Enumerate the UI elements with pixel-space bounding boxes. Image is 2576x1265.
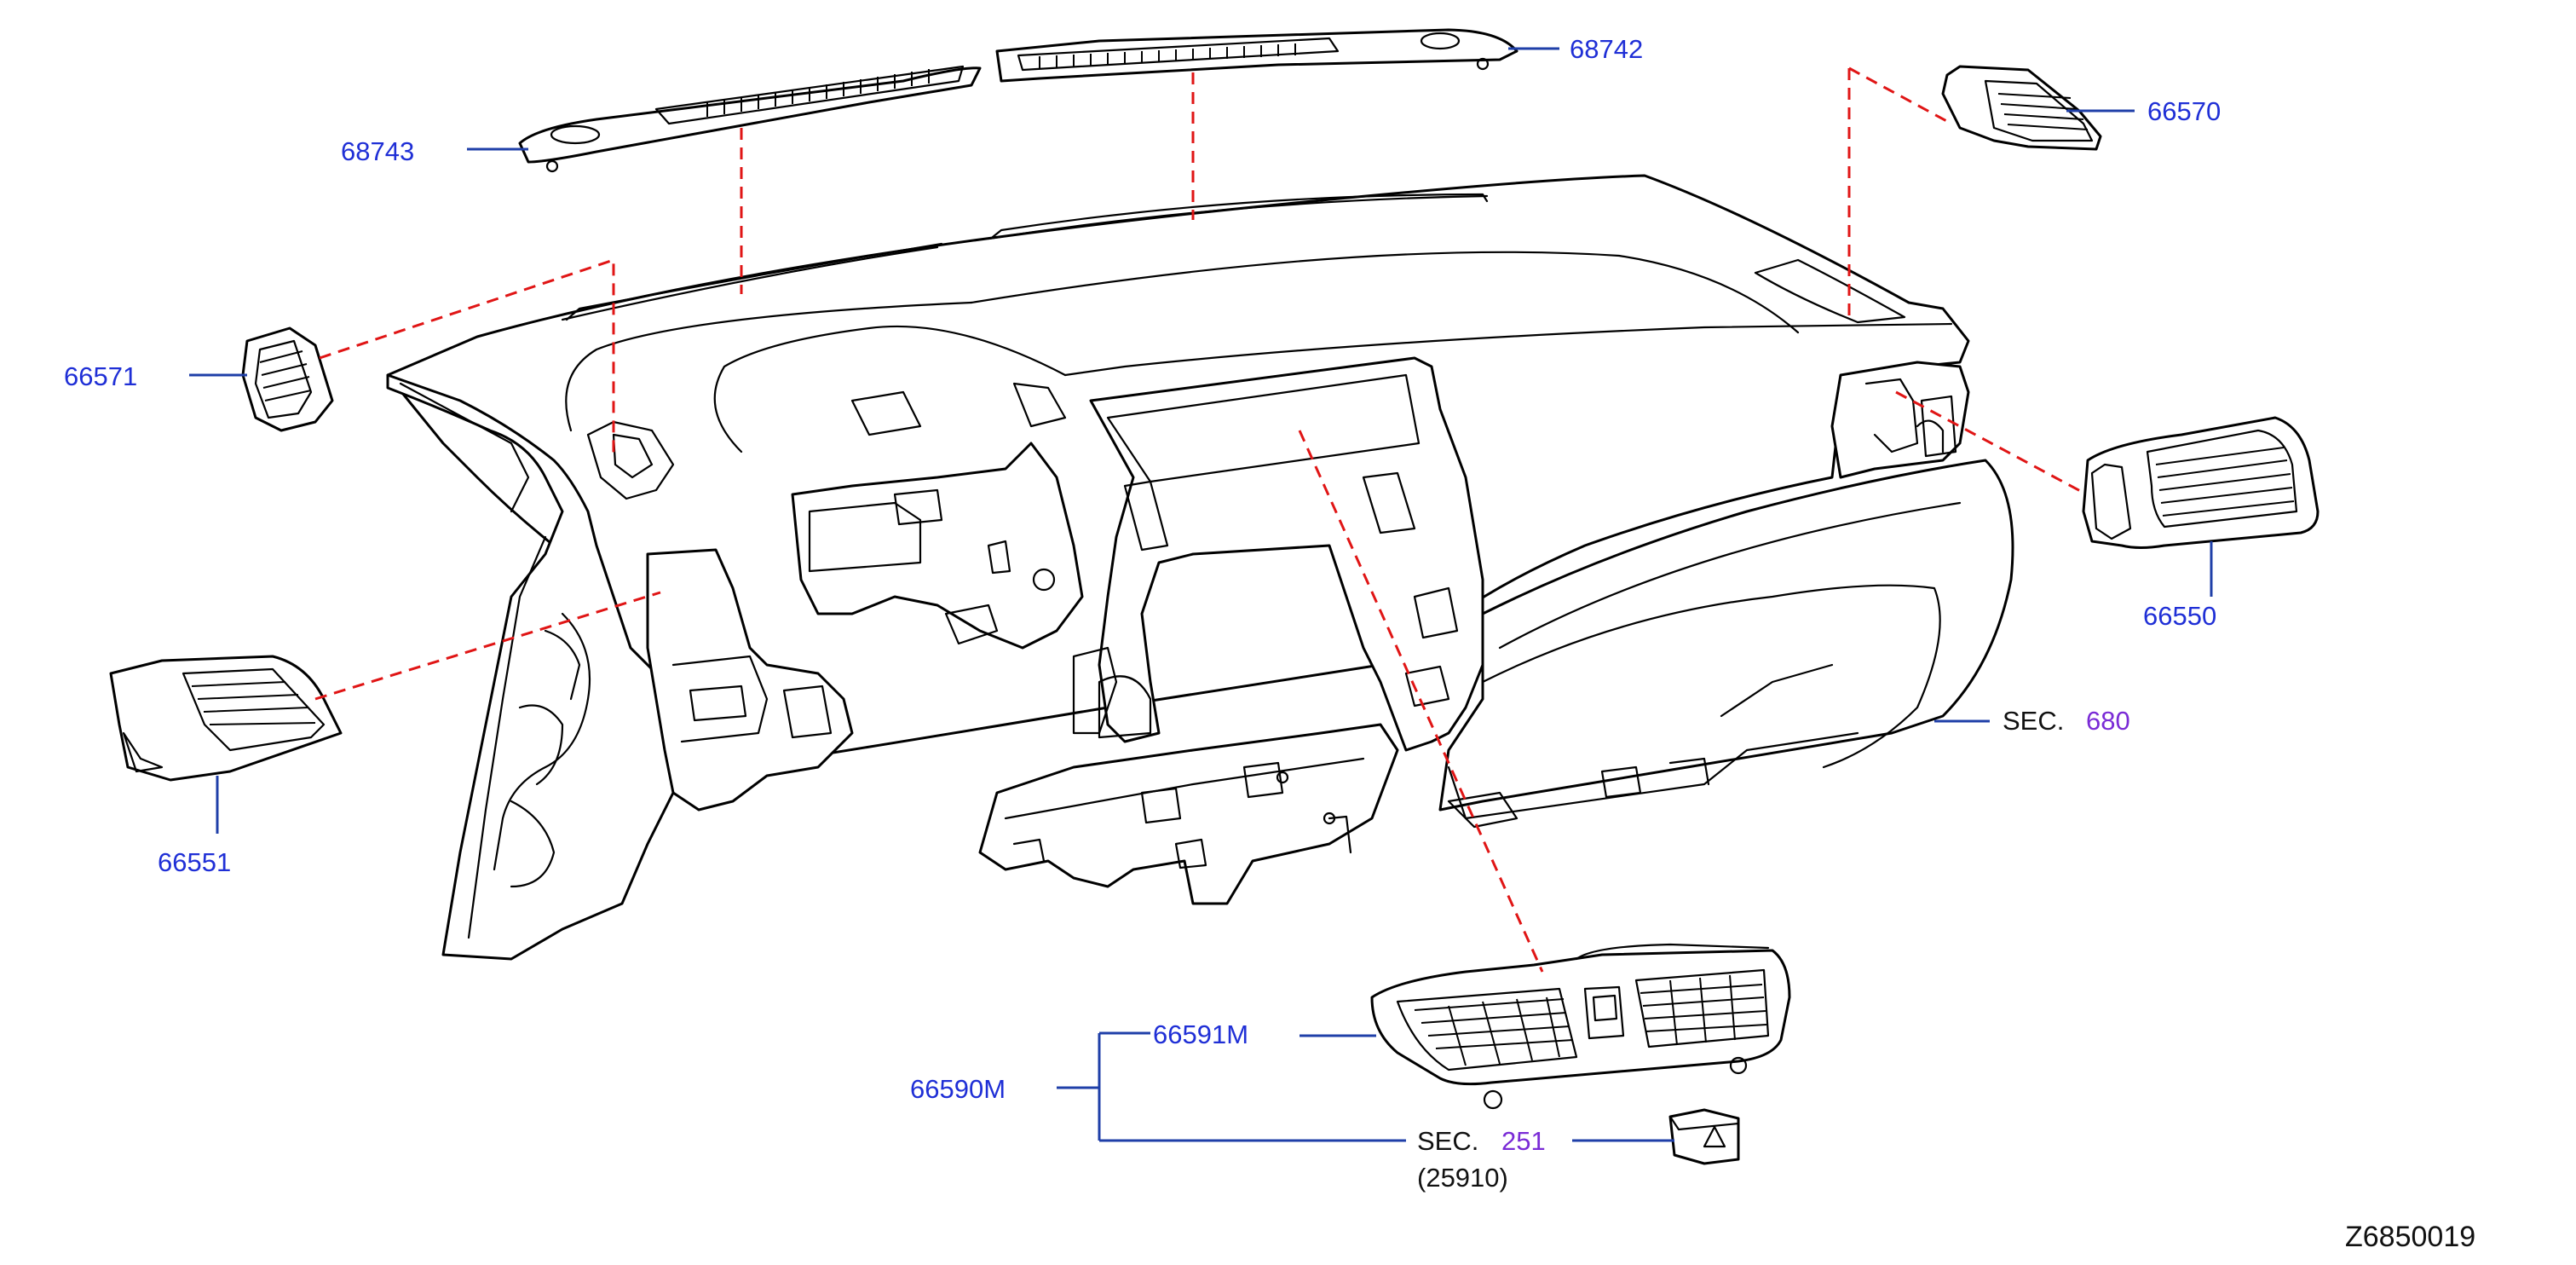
cross-member-hole <box>1032 568 1056 592</box>
panel-top-line <box>565 242 943 321</box>
lower-bracket-hole <box>1276 771 1289 784</box>
side-vent-66571 <box>241 326 334 432</box>
center-stack-inner <box>1362 471 1416 534</box>
section-ref-680-prefix: SEC. <box>2003 706 2064 736</box>
callout-66551: 66551 <box>158 847 231 877</box>
panel-top-line <box>561 245 939 321</box>
glovebox-lower <box>1720 663 1834 718</box>
panel-left-end-line <box>467 535 547 939</box>
instrument-panel-assembly <box>386 174 2014 961</box>
cross-member-detail <box>987 540 1011 575</box>
center-stack-inner <box>1123 480 1169 552</box>
center-vent-assembly-66591M <box>1370 943 1791 1110</box>
center-stack-inner <box>1404 665 1450 708</box>
knee-bolster-area <box>493 612 591 871</box>
steering-support-bracket <box>646 548 854 812</box>
guide-lines <box>314 66 2084 973</box>
center-stack-frame <box>1089 356 1484 752</box>
panel-top-line <box>987 194 1489 240</box>
lower-bracket-detail <box>1242 761 1284 799</box>
cross-member-detail <box>944 604 999 645</box>
knee-bolster-area <box>518 704 564 786</box>
cross-member-detail <box>850 390 922 436</box>
bracket-detail <box>689 684 747 722</box>
side-vent-66550 <box>2082 416 2320 549</box>
right-end-detail <box>1920 395 1957 458</box>
lower-center-bracket <box>978 723 1399 905</box>
lower-bracket-detail <box>1140 787 1182 824</box>
callout-68742: 68742 <box>1570 34 1643 64</box>
lower-bracket-detail <box>1012 838 1046 863</box>
center-stack-inner <box>1072 646 1118 735</box>
panel-brow <box>970 251 1800 334</box>
cross-member <box>791 442 1084 650</box>
lower-bracket-detail <box>1004 757 1365 820</box>
section-ref-251-number: 251 <box>1501 1126 1546 1156</box>
side-vent-66551 <box>109 655 343 782</box>
side-vent-66570 <box>1941 65 2102 151</box>
hazard-triangle-icon <box>1703 1125 1726 1148</box>
vent-mount-hole <box>1483 1089 1503 1110</box>
glovebox-lower <box>1447 791 1519 829</box>
section-ref-251-prefix: SEC. <box>1417 1126 1478 1156</box>
side-vent-recess <box>586 420 675 500</box>
right-end-detail <box>1864 378 1919 453</box>
defroster-grille-68743 <box>518 65 982 173</box>
bracket-detail <box>671 655 769 743</box>
defroster-outlet <box>1754 258 1906 324</box>
panel-face-curve <box>713 325 1067 453</box>
side-vent-recess <box>612 433 654 479</box>
diagram-id: Z6850019 <box>2345 1221 2475 1253</box>
glovebox-outline <box>1498 501 1962 650</box>
section-ref-680-number: 680 <box>2086 706 2130 736</box>
cross-member-detail <box>1012 382 1067 428</box>
knee-bolster-area <box>544 629 581 701</box>
vent-mount-hole <box>1729 1056 1748 1075</box>
lower-bracket-hole <box>1323 812 1336 825</box>
hazard-switch-25910 <box>1668 1108 1740 1165</box>
callout-68743: 68743 <box>341 136 414 166</box>
panel-face-curve <box>565 301 973 432</box>
glovebox-outline <box>1481 584 1941 769</box>
right-end-detail <box>1916 419 1945 453</box>
callout-66590M: 66590M <box>910 1074 1006 1104</box>
knee-bolster-area <box>510 800 556 888</box>
callout-66550: 66550 <box>2143 601 2216 631</box>
glovebox-lower <box>1447 731 1859 820</box>
callout-labels: 68743 68742 66570 66571 66550 66551 6659… <box>64 34 2475 1253</box>
callout-66570: 66570 <box>2147 96 2221 126</box>
cross-member-detail <box>893 488 943 526</box>
callout-66591M: 66591M <box>1153 1020 1248 1049</box>
defroster-grille-68742 <box>995 28 1519 83</box>
glovebox-lower <box>1668 757 1710 786</box>
callout-66571: 66571 <box>64 361 137 391</box>
glovebox-lower <box>1600 765 1642 799</box>
section-ref-251-subpart: (25910) <box>1417 1163 1508 1193</box>
center-stack-inner <box>1106 373 1421 483</box>
lower-bracket-detail <box>1174 838 1207 869</box>
panel-brow <box>1063 322 1953 377</box>
passenger-panel-body <box>1438 459 2014 812</box>
leader-lines <box>189 47 2213 1142</box>
center-stack-inner <box>1413 586 1459 639</box>
panel-left-end-line <box>399 382 530 513</box>
panel-top-line <box>991 193 1489 239</box>
center-stack-inner <box>1098 675 1152 739</box>
cross-member-detail <box>808 501 922 573</box>
bracket-detail <box>782 684 833 739</box>
